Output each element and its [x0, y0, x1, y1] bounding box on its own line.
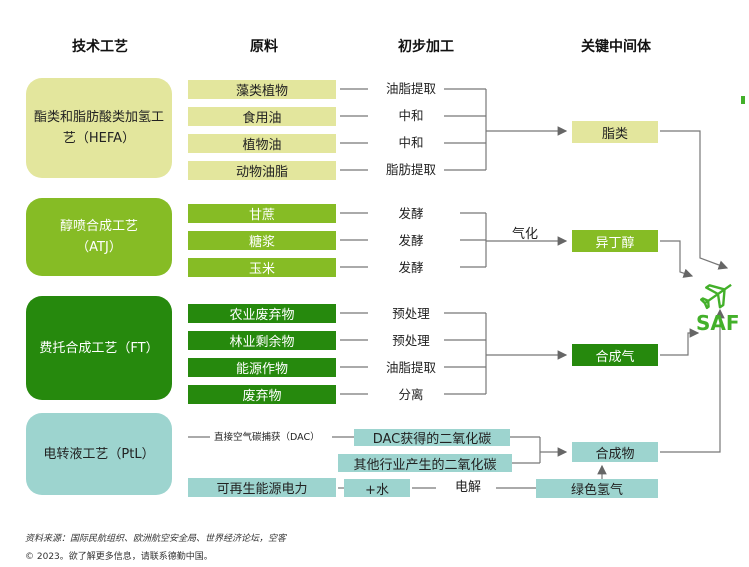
- intermediate-green-h2: 绿色氢气: [536, 479, 658, 498]
- step-atj-0: 发酵: [398, 206, 424, 221]
- raw-ft-3: 废弃物: [188, 385, 336, 404]
- raw-hefa-2: 植物油: [188, 134, 336, 153]
- header-initial: 初步加工: [398, 39, 454, 55]
- process-ft: 费托合成工艺（FT）: [26, 296, 172, 400]
- process-ptl: 电转液工艺（PtL）: [26, 413, 172, 495]
- raw-hefa-0: 藻类植物: [188, 80, 336, 99]
- step-ft-3: 分离: [398, 387, 424, 402]
- gasify-label: 气化: [512, 227, 539, 242]
- step-hefa-2: 中和: [398, 135, 424, 150]
- header-process: 技术工艺: [72, 39, 128, 55]
- raw-atj-0: 甘蔗: [188, 204, 336, 223]
- header-intermediate: 关键中间体: [581, 39, 651, 55]
- header-raw: 原料: [250, 39, 278, 55]
- intermediate-lipids: 脂类: [572, 121, 658, 143]
- process-atj: 醇喷合成工艺（ATJ）: [26, 198, 172, 276]
- step-ft-1: 预处理: [392, 333, 430, 348]
- ptl-dac-label: 直接空气碳捕获（DAC）: [214, 432, 320, 443]
- ptl-other-co2: 其他行业产生的二氧化碳: [338, 454, 512, 473]
- process-hefa: 酯类和脂肪酸类加氢工艺（HEFA）: [26, 78, 172, 178]
- raw-ft-1: 林业剩余物: [188, 331, 336, 350]
- saf-label: SAF: [696, 311, 740, 335]
- airplane-icon: [700, 283, 732, 310]
- raw-atj-2: 玉米: [188, 258, 336, 277]
- ptl-electrolysis: 电解: [454, 480, 481, 495]
- step-atj-1: 发酵: [398, 233, 424, 248]
- footer-copyright: © 2023。欲了解更多信息，请联系德勤中国。: [25, 552, 213, 562]
- raw-ft-0: 农业废弃物: [188, 304, 336, 323]
- raw-hefa-3: 动物油脂: [188, 161, 336, 180]
- step-hefa-0: 油脂提取: [385, 81, 436, 96]
- step-atj-2: 发酵: [398, 260, 424, 275]
- step-ft-2: 油脂提取: [385, 360, 436, 375]
- ptl-renewable-power: 可再生能源电力: [188, 478, 336, 497]
- intermediate-isobutanol: 异丁醇: [572, 230, 658, 252]
- ptl-plus-water: +水: [344, 479, 410, 498]
- raw-atj-1: 糖浆: [188, 231, 336, 250]
- step-hefa-1: 中和: [398, 108, 424, 123]
- raw-ft-2: 能源作物: [188, 358, 336, 377]
- footer-source: 资料来源：国际民航组织、欧洲航空安全局、世界经济论坛，空客: [25, 534, 287, 544]
- intermediate-compound: 合成物: [572, 442, 658, 462]
- raw-hefa-1: 食用油: [188, 107, 336, 126]
- intermediate-syngas: 合成气: [572, 344, 658, 366]
- step-hefa-3: 脂肪提取: [385, 162, 436, 177]
- step-ft-0: 预处理: [392, 306, 430, 321]
- ptl-dac-co2: DAC获得的二氧化碳: [354, 429, 510, 447]
